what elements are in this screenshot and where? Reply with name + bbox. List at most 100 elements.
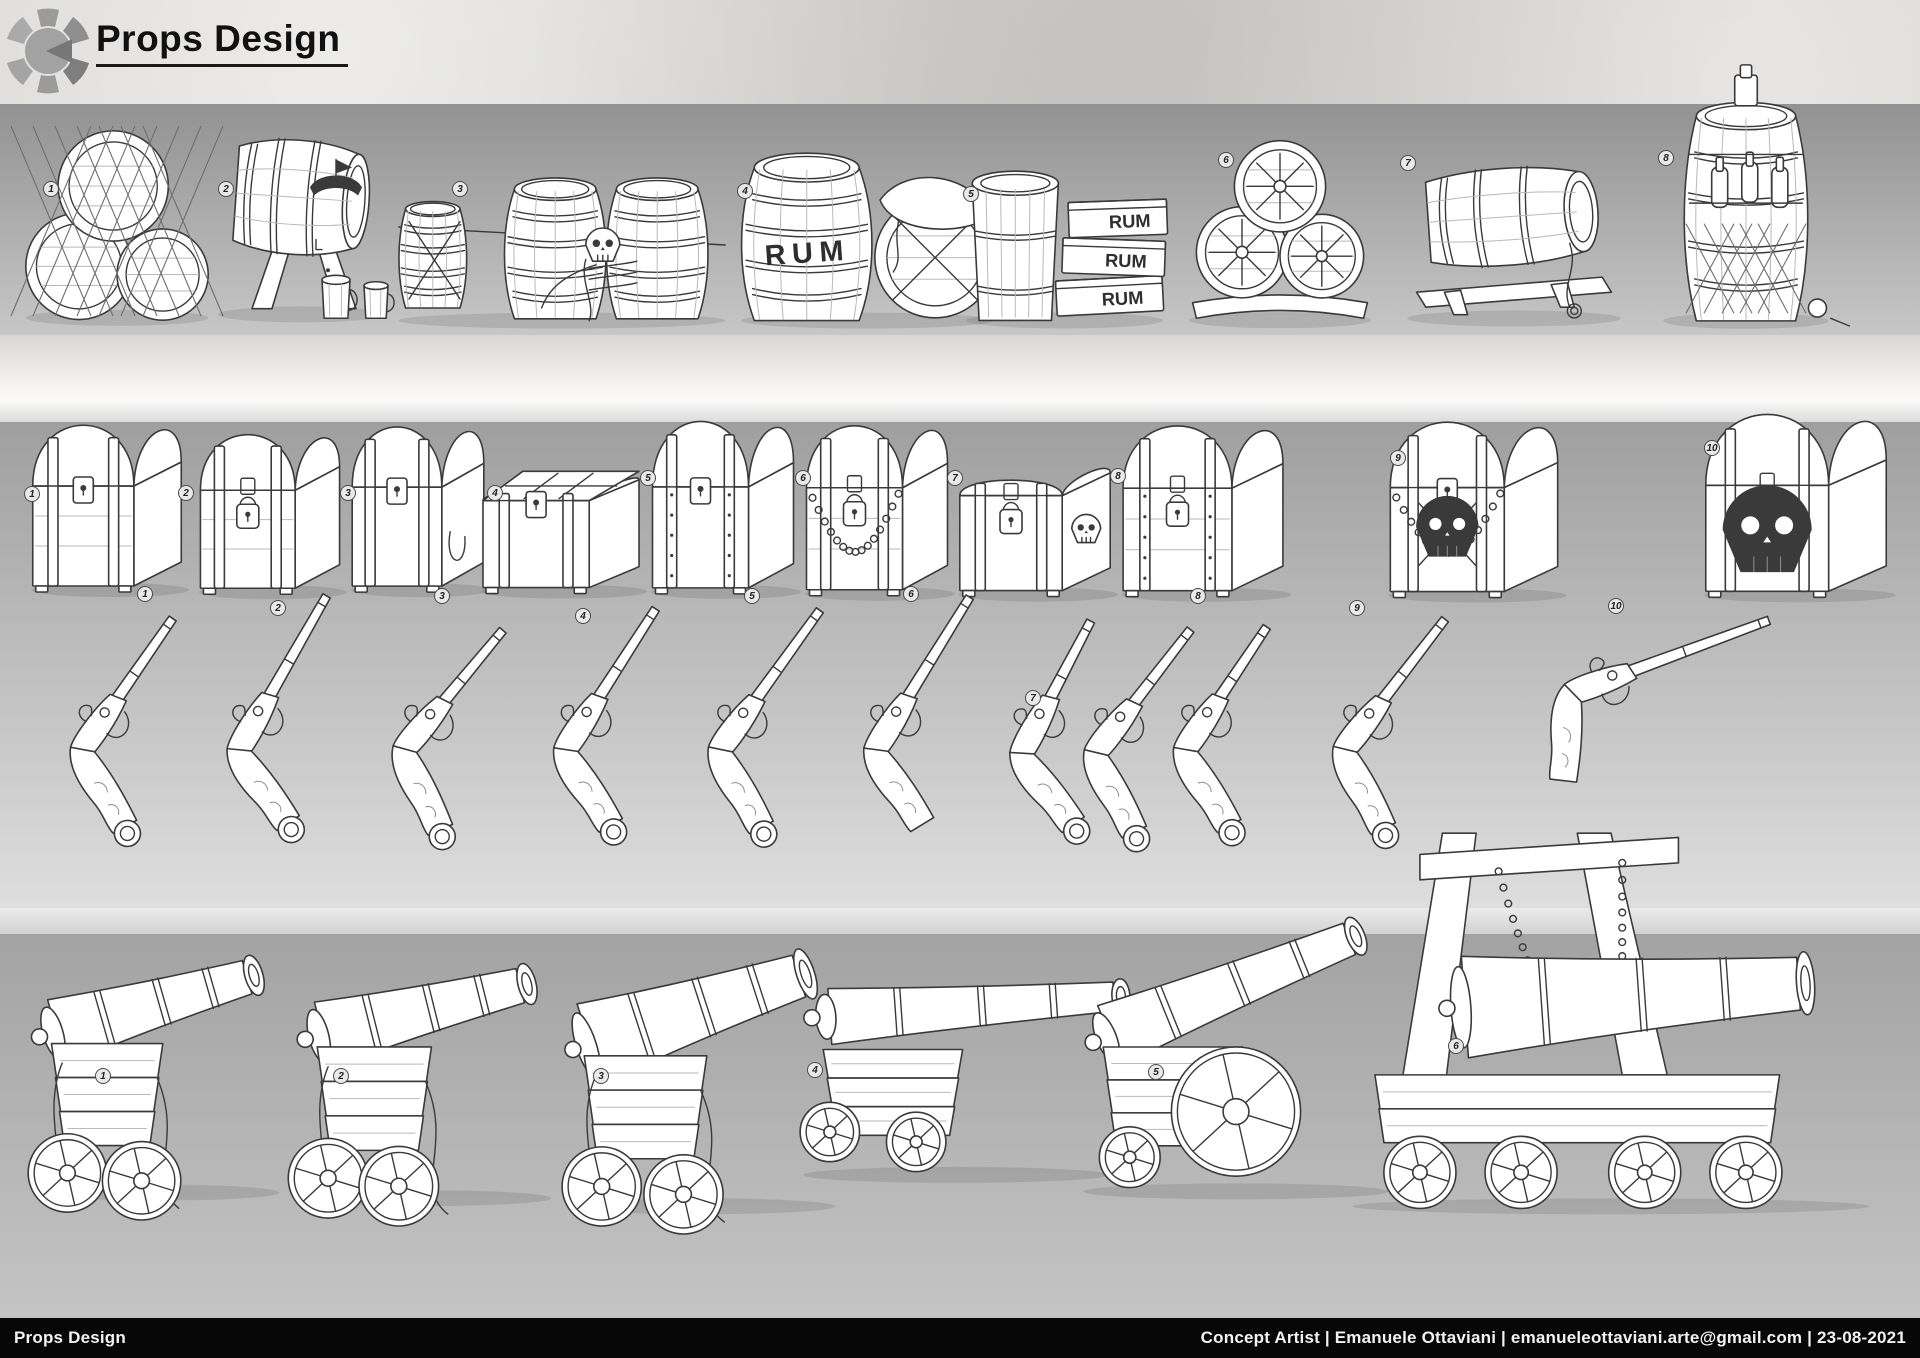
domed-chest-lockplate-drawing bbox=[31, 424, 190, 597]
pistols-item-number-9: 9 bbox=[1349, 600, 1365, 616]
chests-item-5 bbox=[648, 398, 801, 600]
pistols-item-10 bbox=[1455, 575, 1875, 875]
segmented-wheel-logo-icon bbox=[7, 8, 89, 94]
pistols-item-6 bbox=[815, 560, 995, 890]
chests-item-number-6: 6 bbox=[795, 470, 811, 486]
chests-item-2 bbox=[196, 404, 347, 600]
chests-item-number-5: 5 bbox=[640, 470, 656, 486]
barrel-trio-on-plank-drawing bbox=[1188, 139, 1372, 329]
tankard-and-rum-crates-drawing: RUM RUM RUM bbox=[966, 170, 1169, 329]
flintlock-pistol-diagonal-drawing bbox=[1548, 615, 1772, 783]
domed-chest-chained-drawing bbox=[805, 425, 955, 601]
pistols-item-8 bbox=[1125, 560, 1305, 890]
cannons-item-number-3: 3 bbox=[593, 1068, 609, 1084]
barrels-item-number-1: 1 bbox=[43, 181, 59, 197]
pistols-item-7 bbox=[958, 560, 1195, 890]
chests-item-number-8: 8 bbox=[1110, 468, 1126, 484]
flintlock-pistol-ornate-drawing bbox=[552, 605, 661, 846]
shelf-edge-1 bbox=[0, 335, 1920, 422]
flintlock-pistol-curved-drawing bbox=[391, 626, 507, 851]
flat-chest-drawing bbox=[481, 470, 648, 599]
domed-chest-studded-drawing bbox=[651, 420, 801, 599]
page-title: Props Design bbox=[96, 18, 341, 59]
barrels-item-number-7: 7 bbox=[1400, 155, 1416, 171]
chests-item-8 bbox=[1118, 398, 1292, 603]
barrel-on-sled-drawing bbox=[1407, 165, 1621, 327]
chests-item-number-1: 1 bbox=[24, 486, 40, 502]
cannons-item-number-6: 6 bbox=[1448, 1038, 1464, 1054]
chests-item-9 bbox=[1385, 396, 1567, 604]
chests-item-number-10: 10 bbox=[1704, 440, 1720, 456]
flintlock-pistol-pair-drawing bbox=[1008, 618, 1195, 853]
pistols-item-number-1: 1 bbox=[137, 586, 153, 602]
cannons-item-5 bbox=[1070, 838, 1402, 1218]
cannons-item-number-4: 4 bbox=[807, 1062, 823, 1078]
pistols-item-number-10: 10 bbox=[1608, 598, 1624, 614]
box-chest-skull-padlock-drawing bbox=[958, 467, 1119, 602]
chests-item-number-9: 9 bbox=[1390, 450, 1406, 466]
chests-item-3 bbox=[348, 400, 491, 598]
flintlock-pistol-ball-pommel-drawing bbox=[1331, 615, 1450, 850]
svg-text:RUM: RUM bbox=[1101, 287, 1144, 310]
pistols-item-5 bbox=[660, 560, 840, 890]
chests-item-number-7: 7 bbox=[947, 470, 963, 486]
naval-cannon-horizontal-drawing bbox=[799, 977, 1131, 1183]
cannons-item-number-5: 5 bbox=[1148, 1064, 1164, 1080]
barrels-item-4: RUM bbox=[736, 146, 998, 329]
naval-cannon-carriage-drawing bbox=[27, 954, 280, 1221]
svg-text:RUM: RUM bbox=[1105, 249, 1147, 271]
pistols-item-number-8: 8 bbox=[1190, 588, 1206, 604]
chests-item-number-3: 3 bbox=[340, 485, 356, 501]
barrels-item-2 bbox=[212, 132, 412, 324]
chests-item-10 bbox=[1700, 392, 1896, 604]
barrels-item-number-2: 2 bbox=[218, 181, 234, 197]
header: Props Design bbox=[0, 0, 1920, 104]
pistols-item-2 bbox=[178, 560, 358, 890]
pistols-item-9 bbox=[1285, 560, 1465, 890]
cannons-item-4 bbox=[790, 868, 1131, 1198]
chests-item-number-4: 4 bbox=[487, 485, 503, 501]
cannons-item-6 bbox=[1330, 812, 1892, 1236]
flintlock-pistol-short-drawing bbox=[1172, 623, 1272, 847]
pistols-item-number-5: 5 bbox=[744, 588, 760, 604]
pistols-item-number-2: 2 bbox=[270, 600, 286, 616]
barrels-item-5: RUM RUM RUM bbox=[962, 148, 1169, 329]
chests-item-number-2: 2 bbox=[178, 485, 194, 501]
roped-barrels-with-skeleton-drawing bbox=[398, 177, 726, 329]
flintlock-pistol-drawing bbox=[69, 615, 177, 848]
flintlock-pistol-slim-drawing bbox=[863, 594, 975, 833]
footer-project-title: Props Design bbox=[14, 1328, 126, 1347]
cannons-item-3 bbox=[555, 838, 847, 1235]
chests-item-7 bbox=[955, 412, 1119, 602]
barrels-item-7 bbox=[1398, 138, 1630, 327]
cannons-item-2 bbox=[287, 828, 562, 1227]
barrels-item-number-6: 6 bbox=[1218, 152, 1234, 168]
flintlock-pistol-long-drawing bbox=[226, 592, 332, 844]
flintlock-pistol-engraved-drawing bbox=[707, 606, 825, 848]
domed-chest-padlock-drawing bbox=[198, 433, 347, 600]
domed-chest-rope-handles-drawing bbox=[350, 426, 491, 598]
rum-barrel-and-draped-barrel-drawing: RUM bbox=[740, 152, 997, 329]
cannons-item-number-1: 1 bbox=[95, 1068, 111, 1084]
barrels-item-number-5: 5 bbox=[963, 186, 979, 202]
barrel-stack-in-net-drawing bbox=[10, 125, 224, 326]
pistols-item-number-4: 4 bbox=[575, 608, 591, 624]
cannons-item-number-2: 2 bbox=[333, 1068, 349, 1084]
svg-text:RUM: RUM bbox=[764, 235, 851, 273]
barrels-item-6 bbox=[1185, 132, 1375, 329]
barrels-item-number-8: 8 bbox=[1658, 150, 1674, 166]
barrels-item-8 bbox=[1652, 64, 1851, 329]
pistols-item-number-3: 3 bbox=[434, 588, 450, 604]
chests-item-4 bbox=[478, 424, 648, 599]
pistols-item-number-6: 6 bbox=[903, 586, 919, 602]
naval-cannon-large-drawing bbox=[561, 948, 836, 1235]
svg-text:RUM: RUM bbox=[1109, 210, 1151, 232]
bottle-rack-barrel-drawing bbox=[1663, 64, 1851, 329]
cannons-item-1 bbox=[25, 828, 290, 1221]
skull-front-chest-drawing bbox=[1703, 413, 1896, 603]
barrels-item-number-3: 3 bbox=[452, 181, 468, 197]
domed-chest-banded-drawing bbox=[1121, 425, 1292, 602]
barrels-item-1 bbox=[10, 118, 224, 326]
jolly-roger-chest-drawing bbox=[1388, 421, 1567, 603]
cannon-hoist-cart-drawing bbox=[1352, 832, 1870, 1215]
